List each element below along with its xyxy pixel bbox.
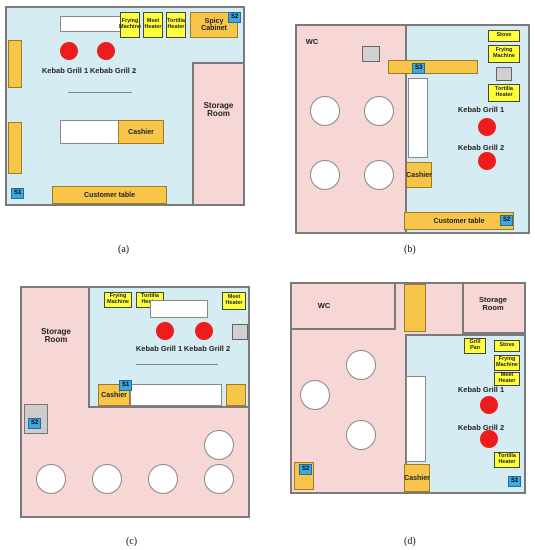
plan-a-lamps <box>68 92 132 107</box>
plan-b-table-1 <box>310 96 340 126</box>
plan-c-kebab-grill-1-label: Kebab Grill 1 <box>135 344 183 353</box>
plan-a-meet-heater: Meet Heater <box>143 12 163 38</box>
plan-d-s2-tag: S2 <box>299 464 313 475</box>
plan-a-spicy-cabinet-label: Spicy Cabinet <box>201 18 227 32</box>
plan-a-kebab-grill-2-label: Kebab Grill 2 <box>89 66 137 75</box>
plan-c-s1-tag: S1 <box>119 380 133 391</box>
plan-b-table-3 <box>310 160 340 190</box>
plan-b-sink-2 <box>496 67 512 81</box>
plan-a-kebab-grill-1-label: Kebab Grill 1 <box>41 66 89 75</box>
plan-d-frying-machine: Frying Machine <box>494 355 520 371</box>
plan-c-frying-machine: Frying Machine <box>104 292 132 308</box>
plan-a-customer-table: Customer table <box>52 186 167 204</box>
plan-d-table-3 <box>346 420 376 450</box>
plan-b-kebab-grill-1-marker <box>478 118 496 136</box>
plan-b-frying-machine: Frying Machine <box>488 45 520 63</box>
caption-b: (b) <box>404 244 416 255</box>
plan-b-table-2 <box>364 96 394 126</box>
plan-d-wc-label: WC <box>317 301 331 310</box>
plan-b-kebab-grill-2-marker <box>478 152 496 170</box>
plan-a-customer-label: Customer table <box>84 191 135 199</box>
plan-d-cashier: Cashier <box>404 464 430 492</box>
plan-d-top-bench <box>404 284 426 332</box>
plan-c-kebab-grill-1-marker <box>156 322 174 340</box>
plan-d-kebab-grill-2-label: Kebab Grill 2 <box>457 423 505 432</box>
plan-a-s2-tag: S2 <box>228 12 242 23</box>
plan-a-kebab-grill-1-marker <box>60 42 78 60</box>
plan-d-storage <box>462 282 526 334</box>
plan-b-customer-table: Customer table <box>404 212 514 230</box>
plan-b-sink <box>362 46 380 62</box>
plan-b-wc-label: WC <box>305 37 319 46</box>
plan-a-storage-label: Storage Room <box>203 101 234 119</box>
plan-c-lamps <box>136 364 218 377</box>
plan-a-kebab-grill-2-marker <box>97 42 115 60</box>
plan-c-table-4 <box>148 464 178 494</box>
plan-b-stove: Stove <box>488 30 520 42</box>
plan-c-kebab-grill-2-label: Kebab Grill 2 <box>183 344 231 353</box>
plan-c-table-1 <box>204 430 234 460</box>
plan-d-kebab-grill-1-label: Kebab Grill 1 <box>457 385 505 394</box>
plan-d-kebab-grill-2-marker <box>480 430 498 448</box>
plan-d-cashier-label: Cashier <box>404 474 430 482</box>
plan-c-cashier-label: Cashier <box>101 391 127 399</box>
plan-b-customer-label: Customer table <box>433 217 485 225</box>
plan-b-s3-counter <box>388 60 478 74</box>
plan-d-storage-label: Storage Room <box>479 295 507 312</box>
plan-a-cashier: Cashier <box>118 120 164 144</box>
plan-b-s3-tag: S3 <box>412 63 426 74</box>
plan-b-cashier: Cashier <box>406 162 432 188</box>
plan-c-meet-heater: Meet Heater <box>222 292 246 310</box>
plan-b-kebab-grill-1-label: Kebab Grill 1 <box>457 105 505 114</box>
plan-d-tortilla-heater: Tortilla Heater <box>494 452 520 468</box>
caption-a: (a) <box>118 244 130 255</box>
plan-c-kebab-grill-2-marker <box>195 322 213 340</box>
plan-c-right-bench <box>226 384 246 406</box>
plan-a-left-bench-2 <box>8 122 22 174</box>
plan-b-cashier-label: Cashier <box>406 171 432 179</box>
plan-b-kebab-grill-2-label: Kebab Grill 2 <box>457 143 505 152</box>
plan-d-table-1 <box>300 380 330 410</box>
plan-c-counter <box>130 384 222 406</box>
plan-a-cashier-label: Cashier <box>128 128 154 136</box>
plan-a-s1-tag: S1 <box>11 188 25 199</box>
plan-a-left-bench-1 <box>8 40 22 88</box>
caption-d: (d) <box>404 536 416 547</box>
plan-d-wc <box>290 282 396 330</box>
plan-d-counter <box>406 376 426 462</box>
plan-b-tortilla-heater: Tortilla Heater <box>488 84 520 102</box>
plan-a-tortilla-heater: Tortilla Heater <box>166 12 186 38</box>
plan-d-kebab-grill-1-marker <box>480 396 498 414</box>
plan-c-table-3 <box>92 464 122 494</box>
plan-c-hood <box>150 300 208 318</box>
plan-d-s1-tag: S1 <box>508 476 522 487</box>
caption-c: (c) <box>126 536 138 547</box>
plan-a-hood <box>60 16 122 32</box>
plan-b-table-4 <box>364 160 394 190</box>
plan-d-meet-heater: Meet Heater <box>494 372 520 386</box>
plan-a-frying-machine: Frying Machine <box>119 12 141 38</box>
plan-c-storage-label: Storage Room <box>41 327 71 345</box>
plan-c-table-2 <box>36 464 66 494</box>
plan-d-grill-pan: Grill Pan <box>464 338 486 354</box>
plan-b-counter <box>408 78 428 158</box>
plan-b-s2-tag: S2 <box>500 215 514 226</box>
plan-a-storage-room <box>192 62 245 206</box>
plan-d-table-2 <box>346 350 376 380</box>
plan-c-sink <box>232 324 248 340</box>
plan-c-table-5 <box>204 464 234 494</box>
plan-c-s2-tag: S2 <box>28 418 42 429</box>
plan-d-stove: Stove <box>494 340 520 352</box>
